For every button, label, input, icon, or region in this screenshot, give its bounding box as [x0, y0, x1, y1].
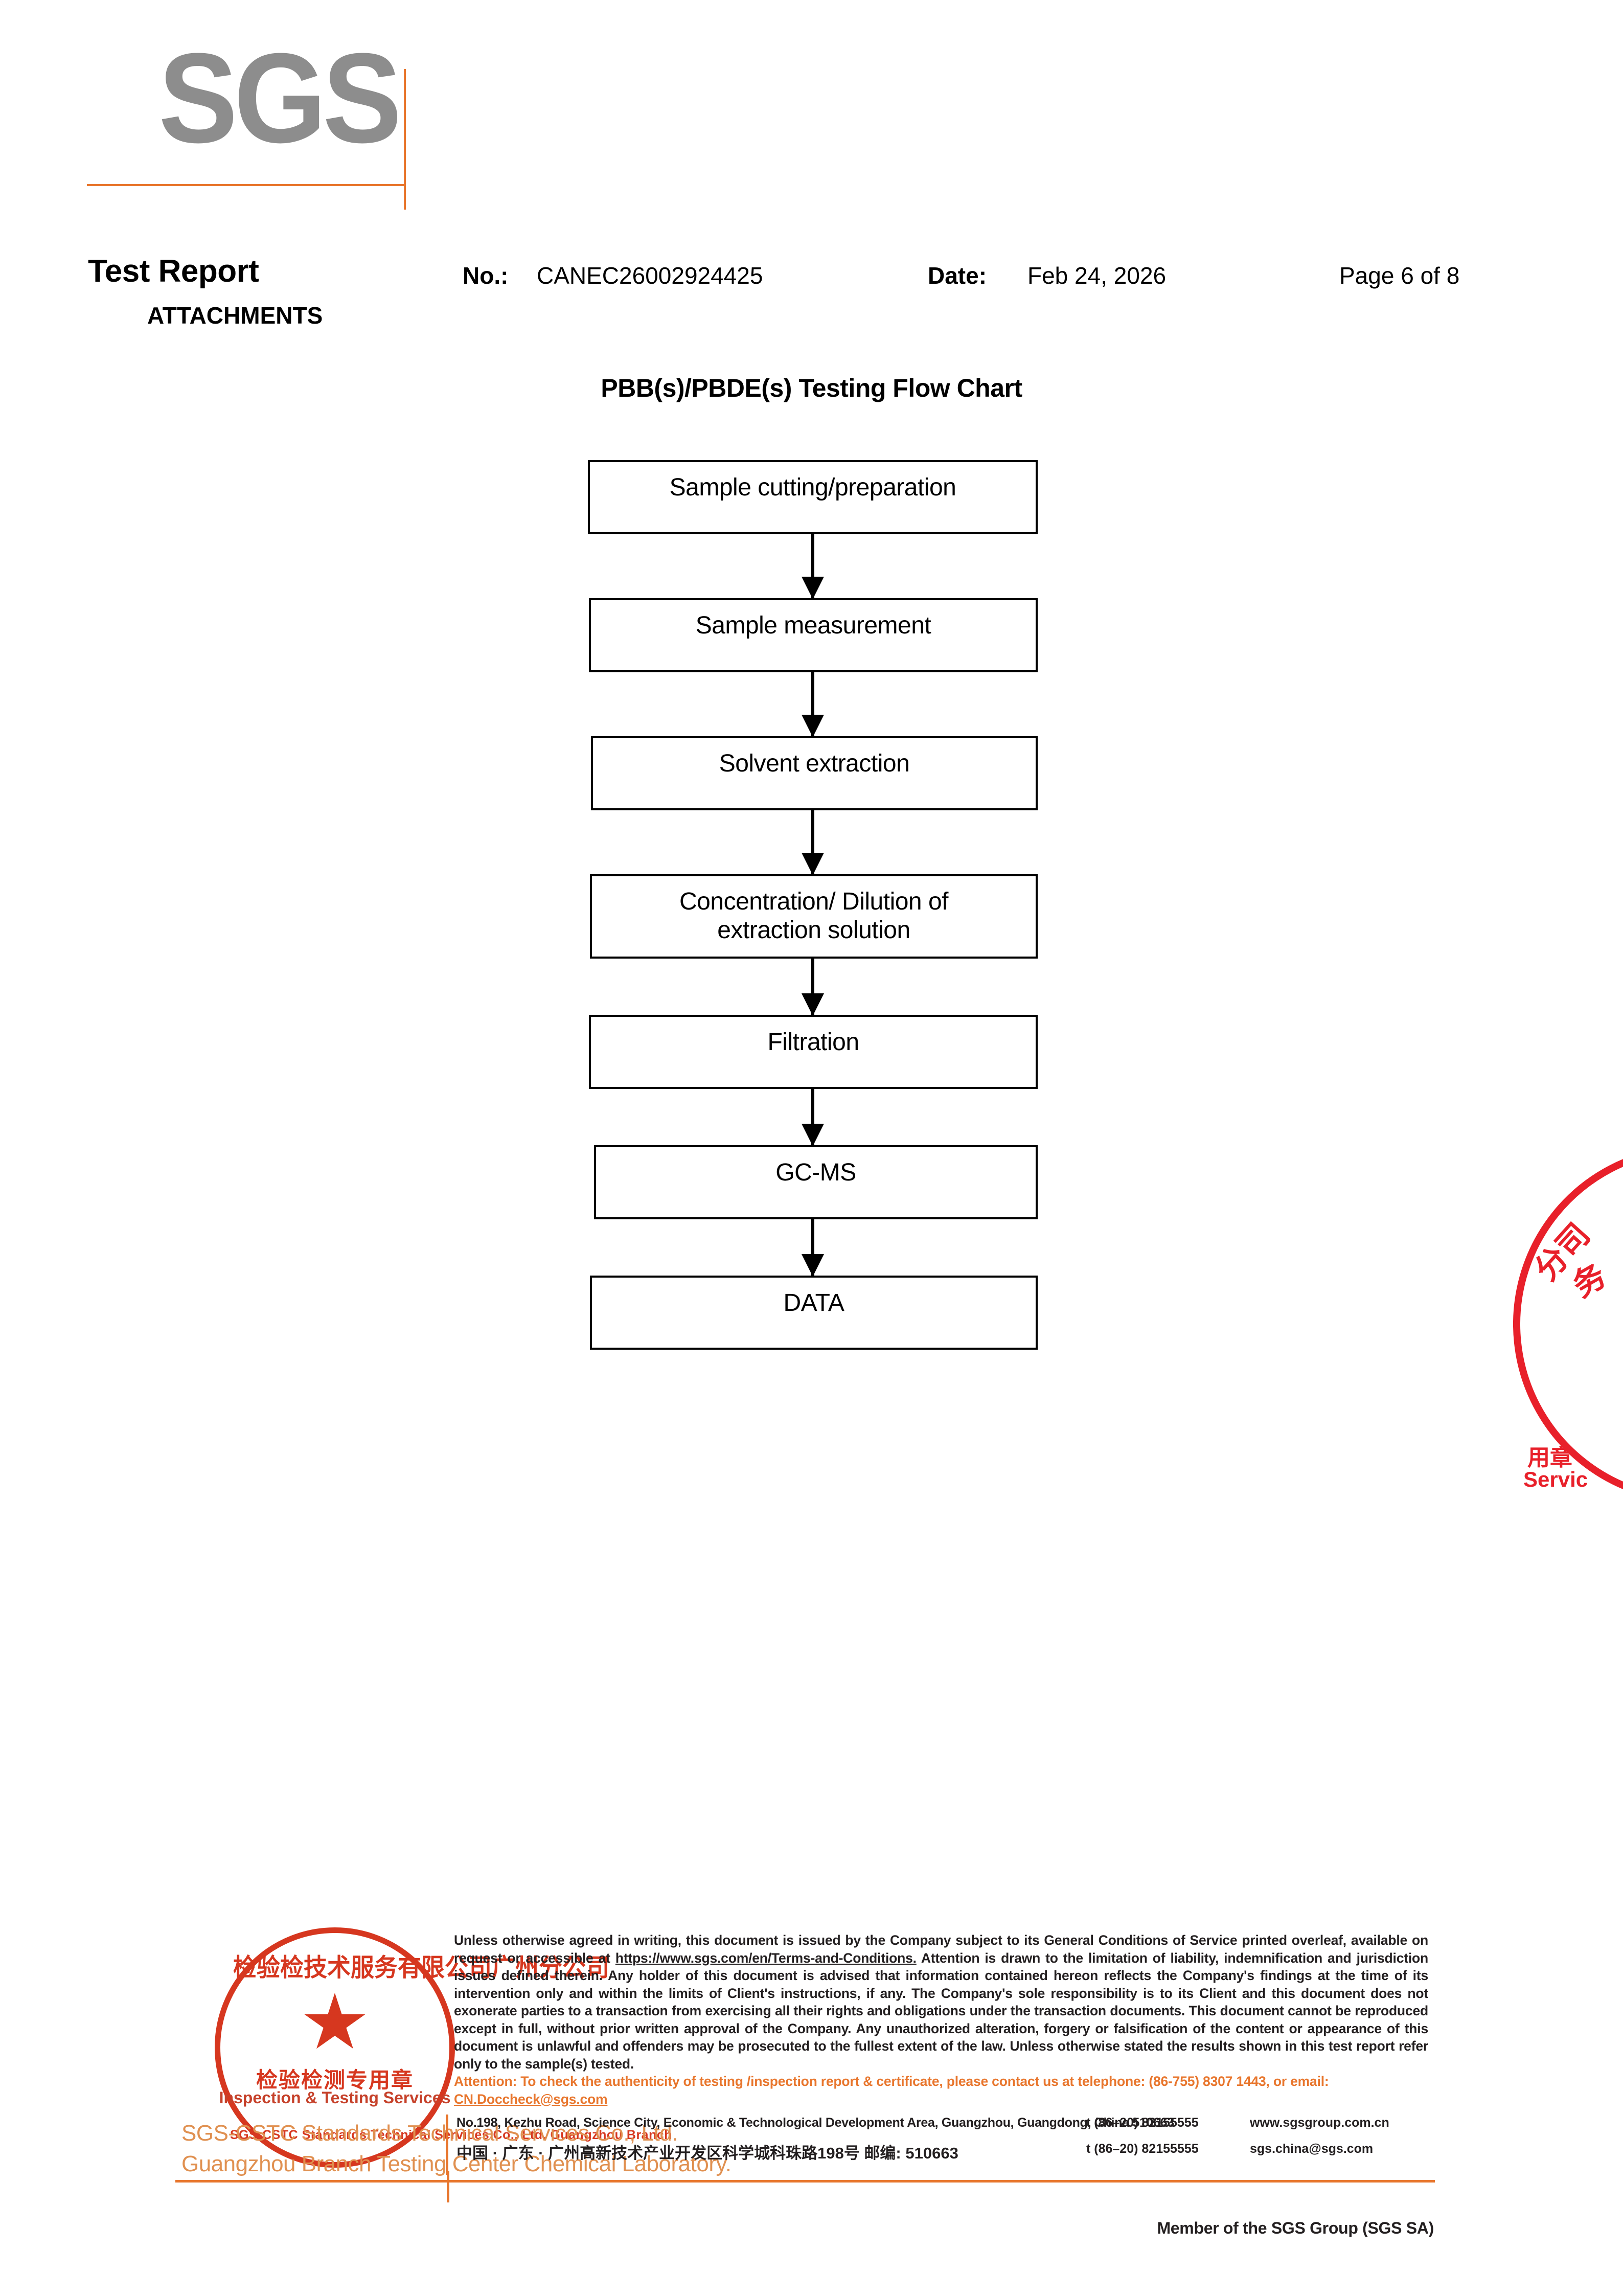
- testing-flow-chart: Sample cutting/preparation Sample measur…: [588, 460, 1038, 1350]
- flow-node-sample-cutting-preparation: Sample cutting/preparation: [588, 460, 1038, 534]
- flow-arrow-4-5: [588, 959, 1038, 1016]
- legal-disclaimer: Unless otherwise agreed in writing, this…: [454, 1931, 1428, 2073]
- flow-node-sample-measurement: Sample measurement: [589, 598, 1038, 672]
- seal-center-english: Inspection & Testing Services: [219, 2088, 451, 2107]
- page-title: Test Report: [88, 254, 259, 289]
- right-edge-red-stamp: 分司 务 用章 Servic o.,Ltd.G: [1513, 1145, 1623, 1513]
- flow-node-label-line2: extraction solution: [717, 917, 910, 944]
- disclaimer-part1: Unless otherwise agreed in writing, this…: [454, 1933, 1428, 1966]
- arrow-stem: [811, 959, 814, 1015]
- flow-arrow-6-7: [588, 1219, 1038, 1277]
- logo-horizontal-rule: [87, 184, 404, 186]
- flow-node-label: Sample cutting/preparation: [669, 474, 956, 501]
- arrow-head-icon: [802, 853, 824, 875]
- flow-node-label: Concentration/ Dilution of extraction so…: [679, 888, 948, 945]
- arrow-head-icon: [802, 993, 824, 1016]
- address-english: No.198, Kezhu Road, Science City, Econom…: [456, 2116, 1175, 2130]
- report-no-label: No.:: [463, 262, 509, 289]
- seal-ring: [215, 1927, 455, 2168]
- stamp-chinese-top2: 务: [1567, 1258, 1612, 1305]
- flow-node-solvent-extraction: Solvent extraction: [591, 736, 1038, 810]
- footer-horizontal-rule: [175, 2180, 1435, 2183]
- flow-node-row: GC-MS: [588, 1145, 1038, 1219]
- arrow-head-icon: [802, 1254, 824, 1277]
- stamp-chinese-mid: 用章: [1527, 1445, 1572, 1470]
- arrow-head-icon: [802, 1124, 824, 1146]
- seal-arc-top-chinese: 检验检技术服务有限公司广州分公司: [233, 1953, 609, 1982]
- flow-node-label-line1: Concentration/ Dilution of: [679, 888, 948, 915]
- stamp-ring: [1513, 1145, 1623, 1513]
- flow-arrow-1-2: [588, 534, 1038, 599]
- doccheck-email-link[interactable]: CN.Doccheck@sgs.com: [454, 2091, 608, 2107]
- flow-node-row: Concentration/ Dilution of extraction so…: [588, 874, 1038, 959]
- report-date-label: Date:: [928, 262, 987, 289]
- flow-node-row: Solvent extraction: [588, 736, 1038, 810]
- flow-node-row: Filtration: [588, 1015, 1038, 1089]
- address-divider: [446, 2115, 448, 2175]
- flow-node-row: Sample cutting/preparation: [588, 460, 1038, 534]
- stamp-english-mid: Servic: [1523, 1467, 1588, 1491]
- flow-arrow-5-6: [588, 1089, 1038, 1146]
- website-url[interactable]: www.sgsgroup.com.cn: [1250, 2116, 1389, 2130]
- member-of-sgs-group: Member of the SGS Group (SGS SA): [1157, 2219, 1434, 2237]
- flow-arrow-2-3: [588, 672, 1038, 737]
- arrow-stem: [811, 1089, 814, 1145]
- footer-vertical-rule: [447, 2171, 449, 2202]
- watermark-company-line2: Guangzhou Branch Testing Center Chemical…: [181, 2151, 732, 2176]
- page-footer: 检验检技术服务有限公司广州分公司 检验检测专用章 Inspection & Te…: [0, 1912, 1623, 2296]
- logo-vertical-rule: [404, 69, 406, 210]
- attention-notice: Attention: To check the authenticity of …: [454, 2073, 1435, 2108]
- attachments-label: ATTACHMENTS: [147, 302, 323, 329]
- watermark-company-line1: SGS-CSTC Standards Technical Services Co…: [181, 2121, 678, 2146]
- report-no-value: CANEC26002924425: [537, 262, 763, 289]
- flow-node-data: DATA: [590, 1276, 1038, 1350]
- flow-node-label: Solvent extraction: [719, 750, 910, 777]
- address-chinese: 中国 · 广东 · 广州高新技术产业开发区科学城科珠路198号 邮编: 5106…: [456, 2144, 958, 2162]
- arrow-stem: [811, 534, 814, 598]
- arrow-stem: [811, 810, 814, 874]
- flow-node-concentration-dilution: Concentration/ Dilution of extraction so…: [590, 874, 1038, 959]
- seal-center-chinese: 检验检测专用章: [256, 2068, 414, 2092]
- sgs-logo-text: SGS: [158, 27, 402, 169]
- arrow-head-icon: [802, 715, 824, 737]
- page-number: Page 6 of 8: [1339, 262, 1460, 289]
- arrow-stem: [811, 1219, 814, 1276]
- flow-node-gc-ms: GC-MS: [594, 1145, 1038, 1219]
- telephone-line1: t (86–20) 82155555: [1086, 2116, 1199, 2130]
- flow-node-label: GC-MS: [775, 1159, 856, 1186]
- report-date-value: Feb 24, 2026: [1027, 262, 1167, 289]
- contact-email[interactable]: sgs.china@sgs.com: [1250, 2142, 1374, 2156]
- attention-text: Attention: To check the authenticity of …: [454, 2074, 1329, 2089]
- flow-node-row: DATA: [588, 1276, 1038, 1350]
- flow-node-label: Filtration: [767, 1029, 859, 1056]
- flow-node-label: Sample measurement: [695, 612, 931, 639]
- sgs-logo: SGS: [87, 27, 424, 210]
- stamp-chinese-top: 分司: [1528, 1217, 1597, 1288]
- flow-node-filtration: Filtration: [589, 1015, 1038, 1089]
- flowchart-title: PBB(s)/PBDE(s) Testing Flow Chart: [601, 374, 1022, 402]
- telephone-line2: t (86–20) 82155555: [1086, 2142, 1199, 2156]
- disclaimer-part2: Attention is drawn to the limitation of …: [454, 1950, 1428, 2072]
- terms-and-conditions-link[interactable]: https://www.sgs.com/en/Terms-and-Conditi…: [615, 1950, 917, 1966]
- arrow-head-icon: [802, 577, 824, 599]
- arrow-stem: [811, 672, 814, 736]
- flow-node-label: DATA: [783, 1289, 844, 1316]
- flow-arrow-3-4: [588, 810, 1038, 875]
- flow-node-row: Sample measurement: [588, 598, 1038, 672]
